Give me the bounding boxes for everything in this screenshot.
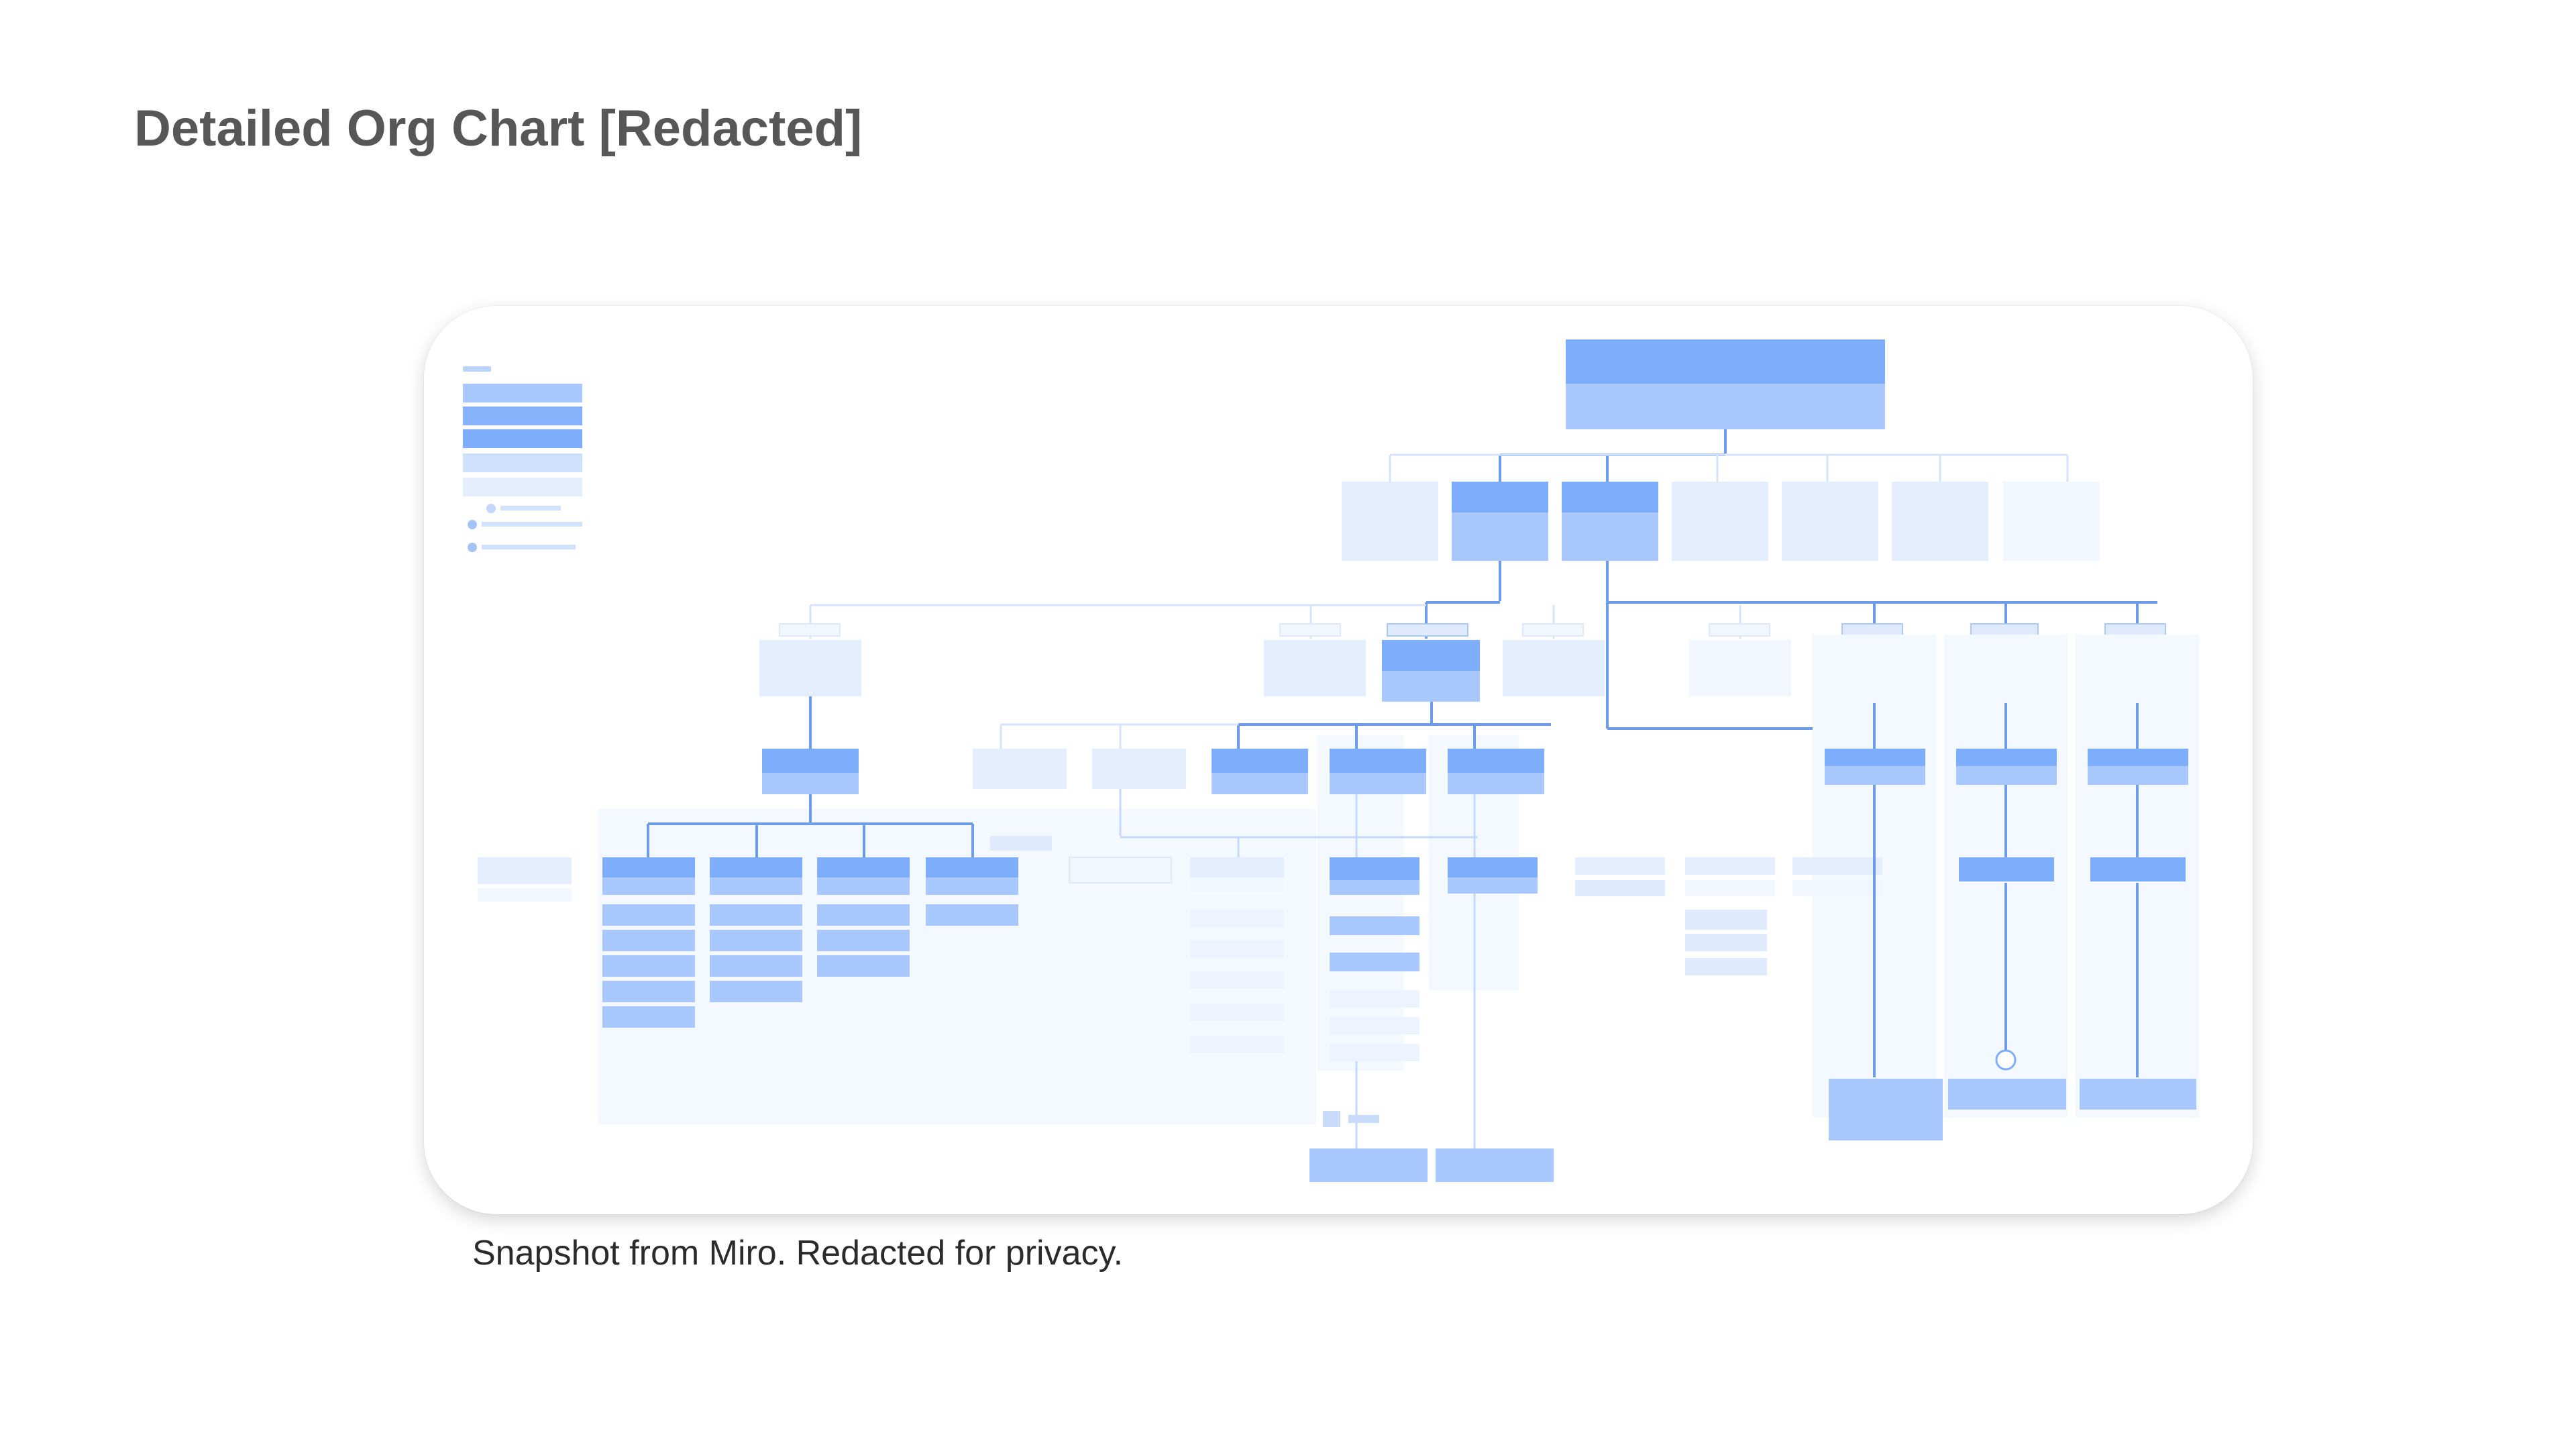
legend-label	[482, 545, 576, 549]
right-branches	[1829, 857, 2196, 1140]
l3-box-body	[1956, 766, 2057, 785]
left-branch-connectors	[647, 794, 974, 857]
level-two-tags	[779, 623, 2166, 637]
l2-box	[1503, 640, 1605, 696]
legend-swatch-2	[463, 407, 582, 425]
l2-box-header	[1382, 640, 1480, 671]
l3-box-header	[1825, 749, 1925, 766]
l3-box-header	[1330, 749, 1426, 773]
l1-box-body	[1562, 513, 1658, 561]
legend-swatch-1	[463, 384, 582, 402]
l2-box-body	[1382, 671, 1480, 702]
l3-box	[973, 749, 1067, 789]
l3-box-body	[1448, 773, 1544, 794]
middle-branch	[1069, 857, 1882, 1061]
l3-box-header	[1448, 749, 1544, 773]
l3-box-header	[2088, 749, 2188, 766]
root-box-bottom	[1566, 384, 1885, 429]
left-branch	[478, 836, 1052, 1028]
root-connectors-pale	[1389, 453, 2069, 482]
right-branch-connectors	[1873, 785, 2139, 1077]
l3-box-body	[1330, 773, 1426, 794]
l3-box-header	[1956, 749, 2057, 766]
l2-box	[1689, 640, 1791, 696]
legend-swatch-4	[463, 453, 582, 472]
l1-box-header	[1562, 482, 1658, 513]
l1-box	[1672, 482, 1768, 561]
level-one	[1342, 482, 2100, 561]
expand-icon	[1995, 1049, 2017, 1071]
slide-title: Detailed Org Chart [Redacted]	[134, 100, 863, 157]
org-root	[1566, 339, 1885, 429]
legend	[463, 366, 582, 552]
l1-box-header	[1452, 482, 1548, 513]
level-one-connectors-pale	[809, 604, 1741, 639]
legend-swatch-5	[463, 478, 582, 496]
l2-box	[759, 640, 861, 696]
org-chart-snapshot	[424, 306, 2253, 1214]
legend-heading	[463, 366, 491, 372]
l1-box	[2003, 482, 2100, 561]
l3-box-body	[762, 773, 859, 794]
l3-box-header	[762, 749, 859, 773]
root-box-top	[1566, 339, 1885, 384]
l3-box	[1092, 749, 1186, 789]
bottom-connectors	[1355, 894, 1476, 1151]
l3-box-body	[2088, 766, 2188, 785]
org-chart-diagram	[463, 339, 2199, 1182]
l1-box	[1342, 482, 1438, 561]
level-two-connectors-pale	[1000, 723, 1238, 749]
diamond-icon	[468, 543, 477, 552]
l3-box-body	[1825, 766, 1925, 785]
clay-icon	[1323, 1111, 1340, 1127]
legend-label	[500, 506, 561, 511]
middle-branch-connectors	[1119, 789, 1477, 857]
star-icon	[486, 504, 496, 513]
l3-box-body	[1212, 773, 1308, 794]
legend-label	[482, 522, 582, 527]
bottom-center	[1309, 1111, 1554, 1182]
level-one-connectors	[1425, 561, 2157, 730]
level-two-connectors	[809, 696, 2139, 749]
legend-swatch-3	[463, 429, 582, 448]
snapshot-caption: Snapshot from Miro. Redacted for privacy…	[472, 1234, 1124, 1273]
pin-icon	[468, 520, 477, 529]
l1-box	[1782, 482, 1878, 561]
l2-box	[1264, 640, 1366, 696]
l1-box	[1892, 482, 1988, 561]
l3-box-header	[1212, 749, 1308, 773]
level-three	[762, 749, 2188, 794]
l1-box-body	[1452, 513, 1548, 561]
